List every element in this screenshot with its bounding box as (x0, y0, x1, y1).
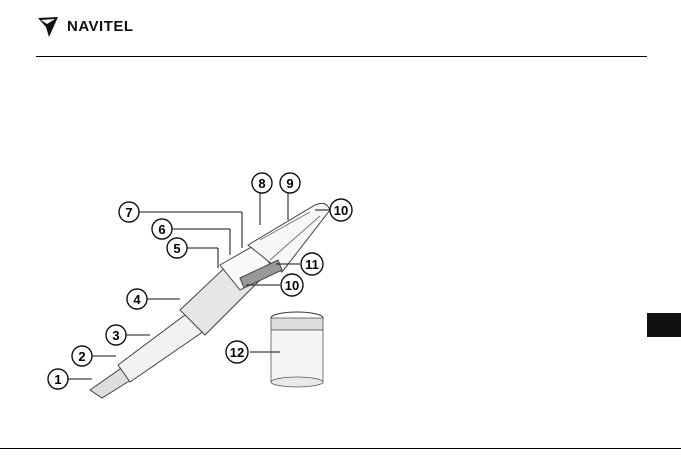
callout-11: 11 (301, 253, 323, 275)
callout-1: 1 (48, 369, 68, 389)
vacuum-cleaner-diagram: 1 2 3 4 5 6 7 8 9 10 11 10 (30, 160, 370, 400)
callout-8: 8 (252, 173, 272, 193)
svg-text:4: 4 (133, 292, 141, 307)
header-divider (36, 56, 647, 57)
callout-6: 6 (152, 219, 172, 239)
callout-3: 3 (106, 325, 126, 345)
callout-10-bottom: 10 (281, 274, 303, 296)
footer-divider (0, 448, 681, 449)
page-header: NAVITEL (0, 0, 681, 62)
svg-text:8: 8 (258, 176, 265, 191)
svg-text:10: 10 (285, 278, 299, 293)
brand-name: NAVITEL (67, 18, 134, 35)
svg-text:10: 10 (334, 203, 348, 218)
callout-12: 12 (226, 341, 248, 363)
svg-text:1: 1 (54, 372, 61, 387)
callout-7: 7 (119, 202, 139, 222)
svg-text:3: 3 (112, 328, 119, 343)
svg-text:2: 2 (78, 349, 85, 364)
section-tab-marker (647, 313, 681, 337)
callout-2: 2 (72, 346, 92, 366)
svg-text:6: 6 (158, 222, 165, 237)
navitel-logo-icon (36, 15, 60, 39)
svg-text:12: 12 (230, 345, 244, 360)
filter-cylinder (271, 312, 323, 387)
callout-10-top: 10 (330, 199, 352, 221)
svg-text:5: 5 (173, 241, 180, 256)
svg-text:11: 11 (305, 257, 319, 272)
callout-9: 9 (280, 173, 300, 193)
svg-text:7: 7 (125, 205, 132, 220)
callout-5: 5 (167, 238, 187, 258)
svg-text:9: 9 (286, 176, 293, 191)
callout-4: 4 (127, 289, 147, 309)
